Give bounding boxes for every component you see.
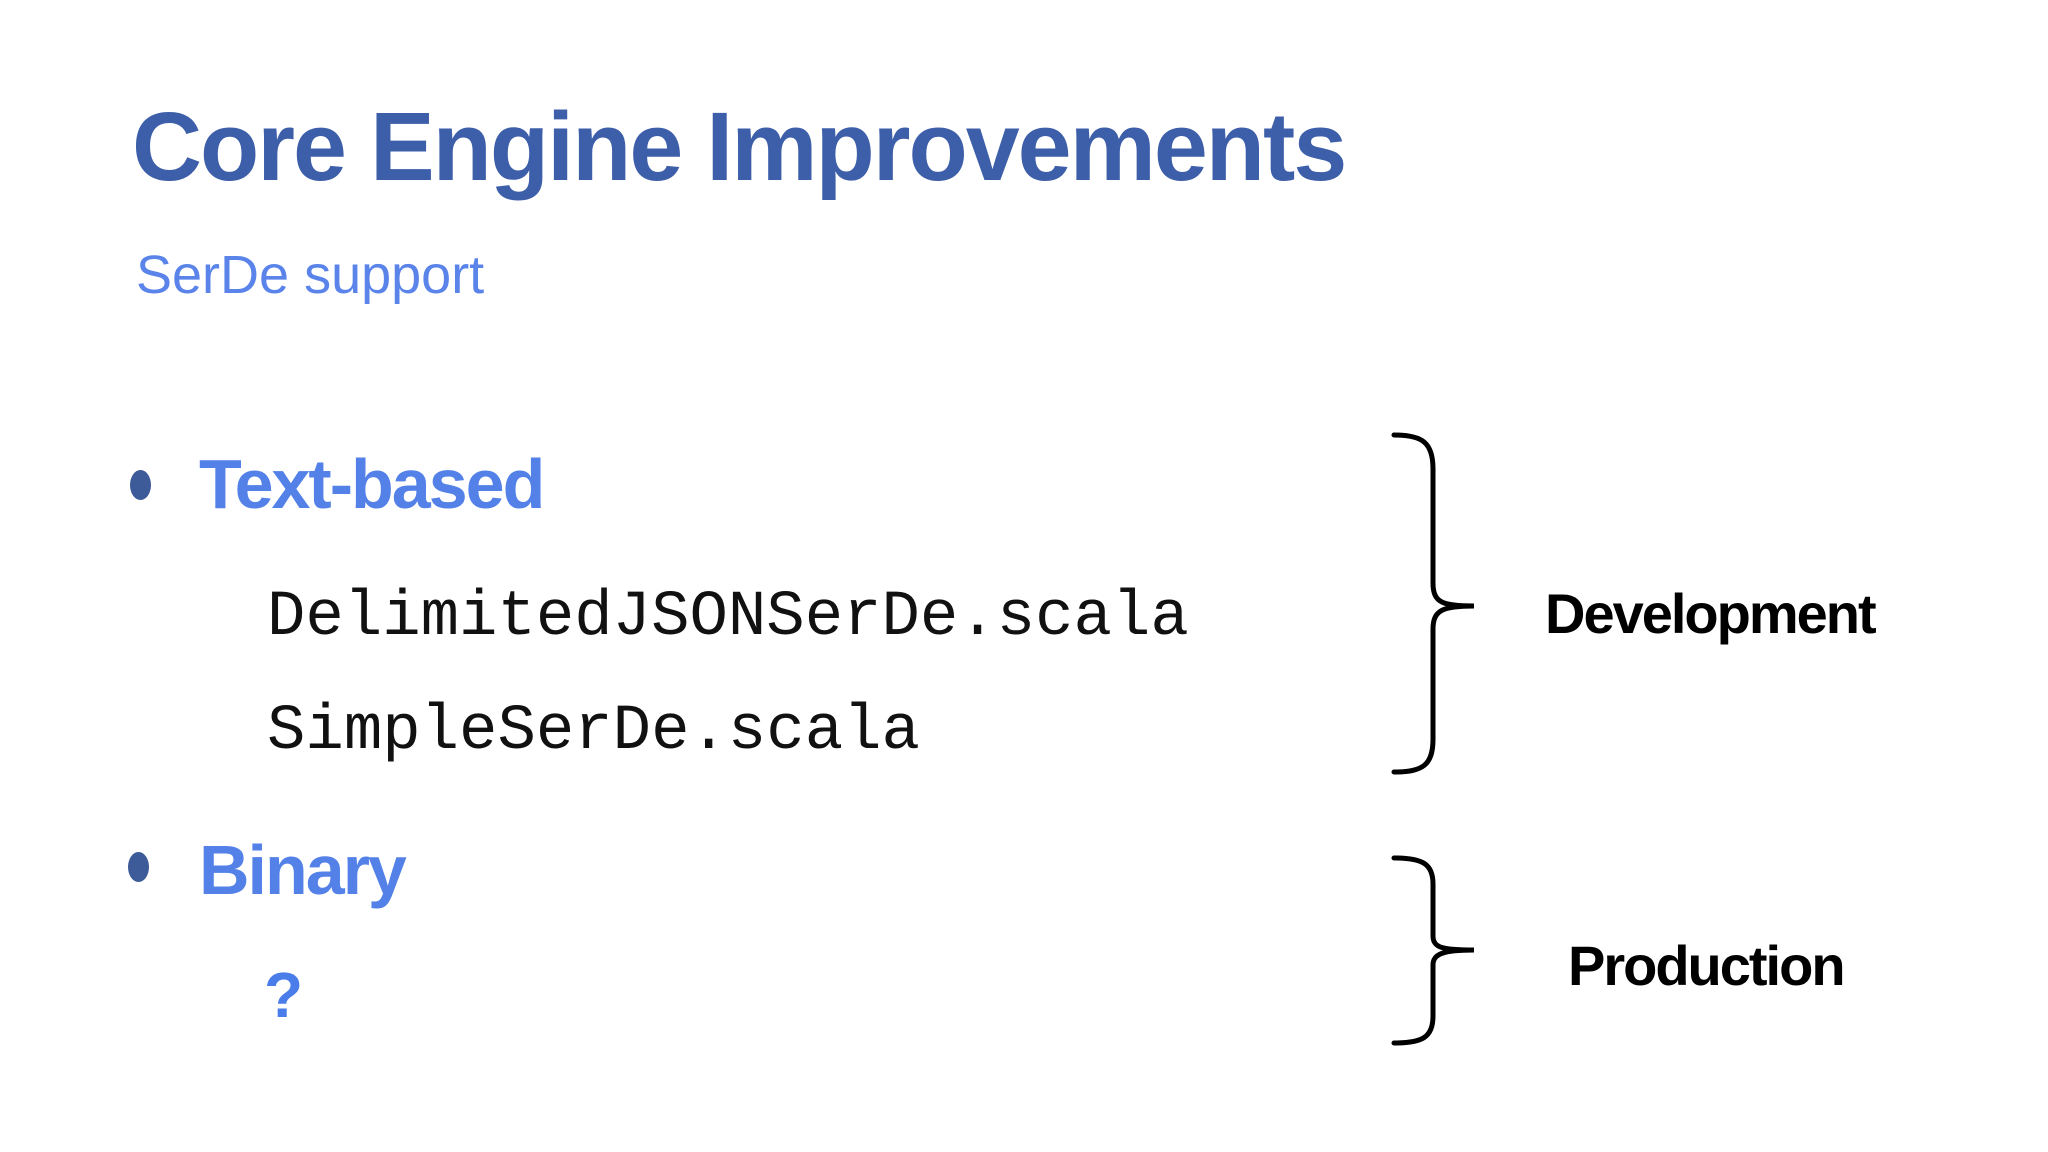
curly-brace-development-icon: [1391, 432, 1475, 775]
bullet-dot-icon: [130, 470, 151, 500]
bullet-item-binary: Binary: [199, 831, 407, 909]
slide-title: Core Engine Improvements: [132, 92, 1347, 201]
annotation-development: Development: [1545, 582, 1877, 645]
curly-brace-production-icon: [1391, 855, 1475, 1046]
question-mark: ?: [264, 959, 304, 1031]
bullet-item-text-based: Text-based: [199, 445, 545, 523]
bullet-dot-icon: [128, 852, 149, 882]
annotation-production: Production: [1568, 934, 1846, 997]
slide-subtitle: SerDe support: [136, 245, 485, 305]
code-filename-simple-serde: SimpleSerDe.scala: [267, 696, 920, 768]
code-filename-delimited-json-serde: DelimitedJSONSerDe.scala: [267, 582, 1189, 654]
